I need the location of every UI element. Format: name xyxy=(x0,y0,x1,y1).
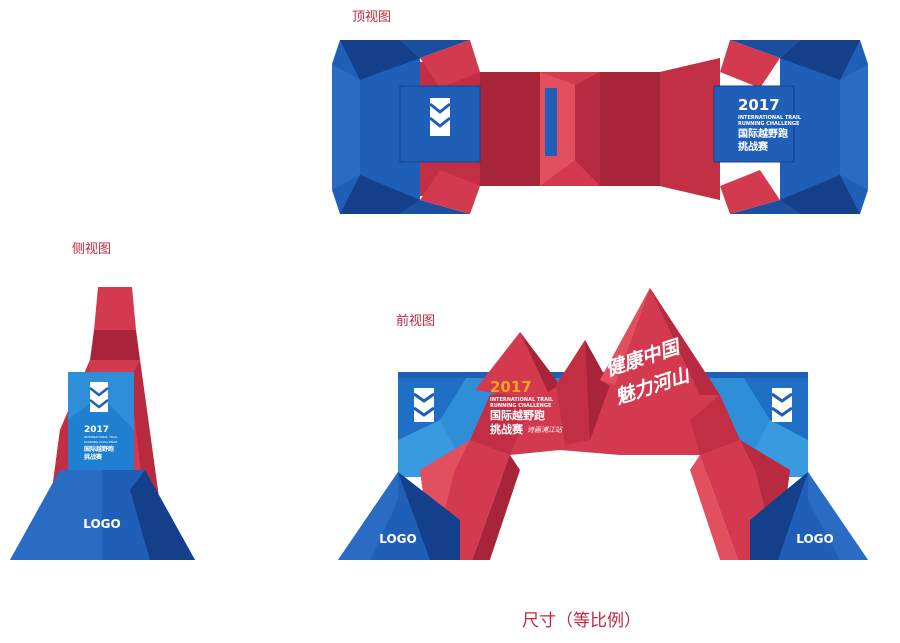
top-view-left-end xyxy=(332,40,481,214)
front-year: 2017 xyxy=(490,378,532,396)
top-view-right-end xyxy=(713,40,868,214)
side-view-panel: 2017 INTERNATIONAL TRAIL RUNNING CHALLEN… xyxy=(68,372,134,472)
top-view-left-emblem xyxy=(429,98,451,136)
top-view-label: 顶视图 xyxy=(352,10,392,25)
front-view-arch xyxy=(420,288,790,560)
front-right-base: LOGO xyxy=(750,472,868,560)
side-english-1: INTERNATIONAL TRAIL xyxy=(84,435,118,439)
front-right-logo: LOGO xyxy=(796,532,833,546)
side-english-2: RUNNING CHALLENGE xyxy=(84,440,117,444)
front-chinese-2: 挑战赛 xyxy=(490,422,524,436)
front-view-label: 前视图 xyxy=(396,314,436,329)
front-left-logo: LOGO xyxy=(379,532,416,546)
side-logo-text: LOGO xyxy=(83,517,120,531)
front-english-1: INTERNATIONAL TRAIL xyxy=(490,397,554,403)
side-year: 2017 xyxy=(84,425,109,435)
front-right-emblem xyxy=(771,388,793,422)
side-chinese-2: 挑战赛 xyxy=(84,453,103,461)
top-chinese-2: 挑战赛 xyxy=(738,140,769,153)
side-view-label: 侧视图 xyxy=(72,242,112,257)
side-chinese-1: 国际越野跑 xyxy=(84,445,114,453)
top-year: 2017 xyxy=(738,96,780,114)
front-chinese-1: 国际越野跑 xyxy=(490,408,545,422)
top-english-1: INTERNATIONAL TRAIL xyxy=(738,115,802,121)
front-english-2: RUNNING CHALLENGE xyxy=(490,403,552,409)
front-left-emblem xyxy=(413,388,435,422)
front-tagline: 诗画浦江站 xyxy=(527,426,563,434)
side-view-base: LOGO xyxy=(10,470,195,560)
top-english-2: RUNNING CHALLENGE xyxy=(738,121,800,127)
front-left-base: LOGO xyxy=(338,472,460,560)
top-chinese-1: 国际越野跑 xyxy=(738,127,788,140)
top-view-right-branding: 2017 INTERNATIONAL TRAIL RUNNING CHALLEN… xyxy=(738,96,802,153)
size-caption: 尺寸（等比例） xyxy=(522,611,641,631)
